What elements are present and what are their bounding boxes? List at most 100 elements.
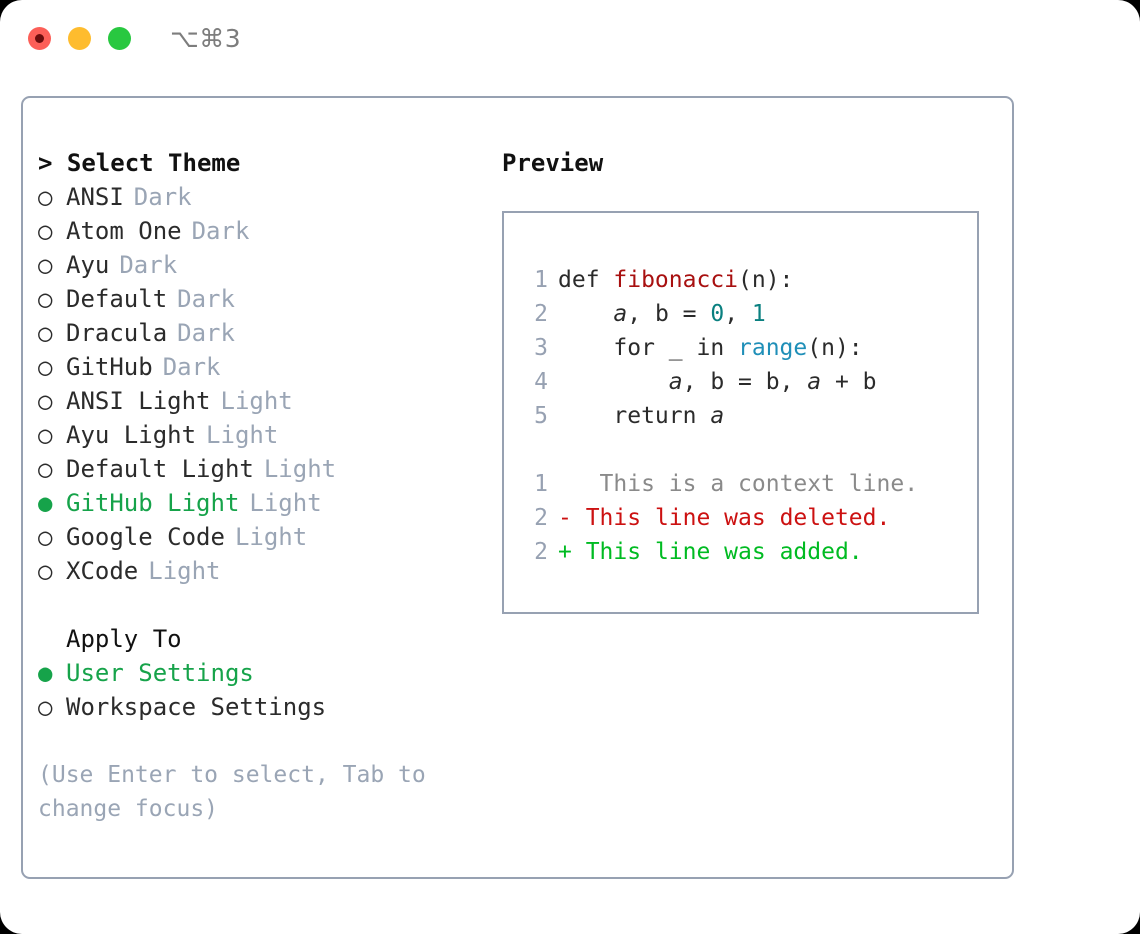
theme-option-label: Ayu — [66, 251, 110, 279]
code-token: def — [558, 267, 614, 293]
code-token: return — [558, 403, 711, 429]
radio-unselected-icon: ○ — [38, 693, 53, 721]
code-line-number: 3 — [534, 335, 548, 361]
theme-option-ansi[interactable]: ○ ANSI Dark — [38, 180, 488, 214]
theme-option-label: Atom One — [66, 217, 182, 245]
radio-unselected-icon: ○ — [38, 251, 53, 279]
code-token: + b — [821, 369, 877, 395]
code-token: , — [627, 301, 655, 327]
theme-option-tag: Light — [263, 455, 337, 483]
code-line: 3 for _ in range(n): — [522, 331, 977, 365]
code-token: a — [668, 369, 683, 395]
diff-sample: 1 This is a context line.2- This line wa… — [522, 467, 977, 569]
theme-option-tag: Light — [234, 523, 308, 551]
theme-option-tag: Dark — [191, 217, 250, 245]
code-line-number: 4 — [534, 369, 548, 395]
code-line: 1 def fibonacci(n): — [522, 263, 977, 297]
theme-option-tag: Light — [249, 489, 322, 517]
theme-option-tag: Dark — [177, 319, 235, 347]
theme-option-label: GitHub Light — [66, 489, 240, 517]
code-token: (n): — [807, 335, 863, 361]
code-token: = — [668, 301, 711, 327]
theme-option-label: Dracula — [66, 319, 168, 347]
theme-option-label: ANSI — [66, 183, 124, 211]
code-token: , — [724, 301, 752, 327]
diff-text: This line was deleted. — [571, 505, 891, 531]
diff-line-number: 2 — [534, 505, 548, 531]
window-minimize-button[interactable] — [68, 27, 91, 50]
radio-unselected-icon: ○ — [38, 557, 53, 585]
apply-to-heading: Apply To — [66, 625, 182, 653]
code-token: (n): — [738, 267, 794, 293]
window-close-button[interactable] — [28, 27, 51, 50]
diff-text: This is a context line. — [571, 471, 919, 497]
radio-unselected-icon: ○ — [38, 353, 53, 381]
code-token: a — [807, 369, 822, 395]
diff-line-number: 1 — [534, 471, 548, 497]
theme-option-tag: Dark — [133, 183, 192, 211]
diff-sign — [558, 471, 572, 497]
theme-option-label: Default Light — [66, 455, 254, 483]
code-line: 5 return a — [522, 399, 977, 433]
code-token: fibonacci — [613, 267, 739, 293]
diff-line: 2 + This line was added. — [522, 535, 977, 569]
diff-line-number: 2 — [534, 539, 548, 565]
apply-to-list[interactable]: ●User Settings ○ Workspace Settings — [38, 656, 488, 724]
radio-unselected-icon: ○ — [38, 183, 53, 211]
code-token: a — [710, 403, 725, 429]
diff-line: 1 This is a context line. — [522, 467, 977, 501]
radio-selected-icon: ● — [38, 489, 53, 517]
apply-to-section: Apply To ●User Settings ○ Workspace Settin… — [38, 622, 488, 724]
window-maximize-button[interactable] — [108, 27, 131, 50]
theme-option-github-light[interactable]: ● GitHub Light Light — [38, 486, 488, 520]
preview-heading: Preview — [502, 149, 604, 177]
code-line: 4 a, b = b, a + b — [522, 365, 977, 399]
code-line-number: 1 — [534, 267, 548, 293]
code-token — [558, 301, 613, 327]
theme-option-label: Ayu Light — [66, 421, 197, 449]
theme-option-xcode[interactable]: ○ XCode Light — [38, 554, 488, 588]
diff-sign: + — [558, 539, 572, 565]
diff-line: 2- This line was deleted. — [522, 501, 977, 535]
apply-to-option-workspace-settings[interactable]: ○ Workspace Settings — [38, 690, 488, 724]
radio-unselected-icon: ○ — [38, 285, 53, 313]
theme-option-label: XCode — [66, 557, 139, 585]
theme-option-ayu[interactable]: ○ Ayu Dark — [38, 248, 488, 282]
theme-option-label: Google Code — [66, 523, 225, 551]
theme-option-tag: Light — [220, 387, 293, 415]
apply-to-option-user-settings[interactable]: ●User Settings — [38, 656, 488, 690]
diff-text: This line was added. — [571, 539, 863, 565]
radio-unselected-icon: ○ — [38, 387, 53, 415]
theme-option-ansi-light[interactable]: ○ ANSI Light Light — [38, 384, 488, 418]
theme-option-label: ANSI Light — [66, 387, 211, 415]
theme-option-tag: Light — [206, 421, 279, 449]
code-token — [558, 369, 669, 395]
theme-option-tag: Light — [148, 557, 221, 585]
code-token: b — [654, 301, 669, 327]
theme-option-tag: Dark — [177, 285, 235, 313]
code-token: for _ in — [558, 335, 739, 361]
theme-option-google-code[interactable]: ○ Google Code Light — [38, 520, 488, 554]
diff-sign: - — [558, 505, 572, 531]
code-token: , b = b, — [682, 369, 808, 395]
radio-unselected-icon: ○ — [38, 523, 53, 551]
theme-option-tag: Dark — [119, 251, 178, 279]
apply-to-option-label: Workspace Settings — [66, 693, 327, 721]
code-token: range — [738, 335, 808, 361]
code-line-number: 2 — [534, 301, 548, 327]
radio-selected-icon: ● — [38, 659, 53, 687]
code-line-number: 5 — [534, 403, 548, 429]
